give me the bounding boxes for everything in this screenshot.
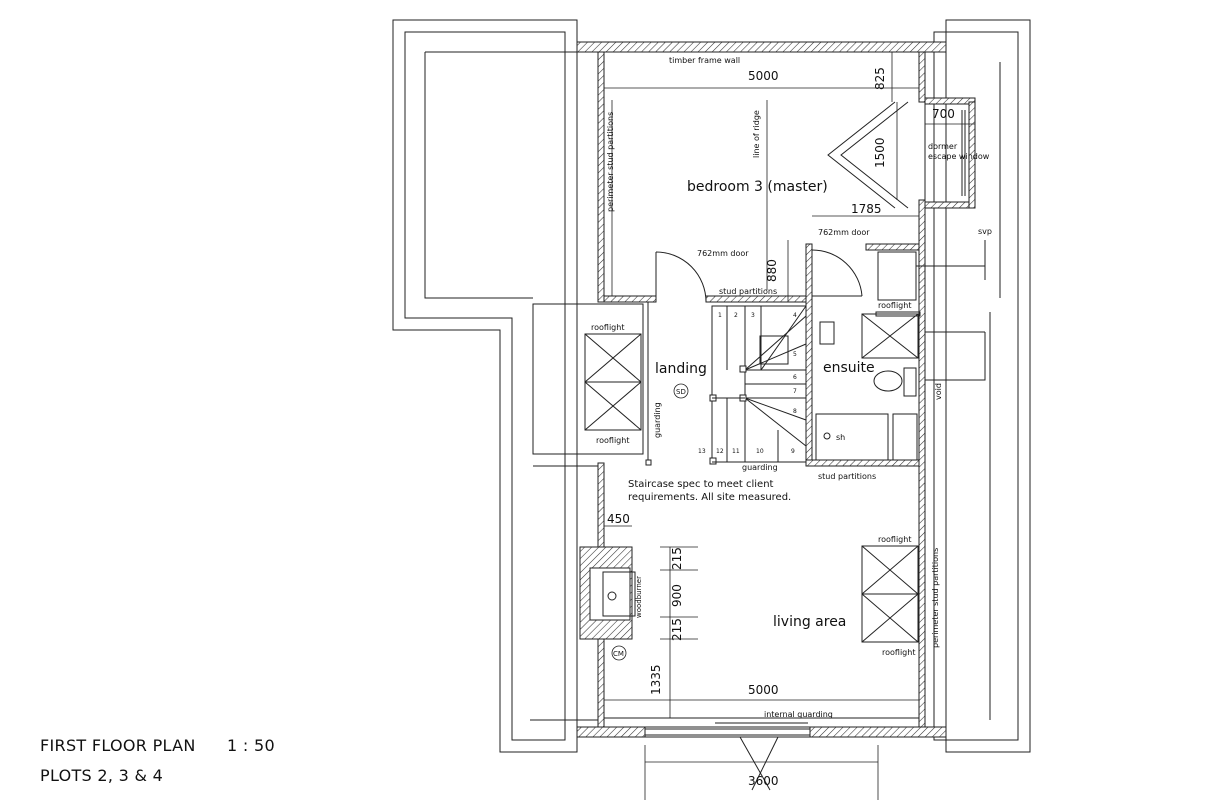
stair-step: 11 — [732, 448, 740, 455]
room-ensuite: ensuite — [823, 360, 875, 376]
stair-step: 1 — [718, 312, 722, 319]
label-rooflight-ensuite: rooflight — [878, 301, 911, 310]
label-dormer: dormer — [928, 142, 958, 151]
stair-step: 7 — [793, 388, 797, 395]
stair-step: 12 — [716, 448, 724, 455]
stair-step: 2 — [734, 312, 738, 319]
label-stud-partitions-bottom: stud partitions — [818, 472, 876, 481]
label-sd: SD — [676, 388, 686, 396]
stair-step: 3 — [751, 312, 755, 319]
dim-900: 900 — [670, 584, 684, 607]
room-living: living area — [773, 614, 846, 630]
stair-step: 6 — [793, 374, 797, 381]
note-staircase-2: requirements. All site measured. — [628, 492, 791, 503]
note-staircase-1: Staircase spec to meet client — [628, 479, 774, 490]
plan-plots: PLOTS 2, 3 & 4 — [40, 766, 164, 785]
room-landing: landing — [655, 361, 707, 377]
label-guarding-vertical: guarding — [653, 402, 662, 438]
stair-step: 5 — [793, 351, 797, 358]
label-door-left: 762mm door — [697, 249, 749, 258]
plan-name: FIRST FLOOR PLAN — [40, 736, 196, 755]
label-rooflight-left-bottom: rooflight — [596, 436, 629, 445]
label-perimeter-right: perimeter stud partitions — [931, 548, 940, 648]
dim-825: 825 — [873, 67, 887, 90]
dim-880: 880 — [765, 259, 779, 282]
wall-top — [576, 41, 947, 53]
dim-700: 700 — [932, 107, 955, 121]
label-woodburner: woodburner — [635, 576, 643, 618]
label-shower: sh — [836, 433, 845, 442]
room-bedroom: bedroom 3 (master) — [687, 179, 828, 195]
dim-450: 450 — [607, 512, 630, 526]
dim-215-top: 215 — [670, 547, 684, 570]
label-void: void — [934, 383, 943, 400]
label-svp: svp — [978, 227, 992, 236]
label-guarding-stair: guarding — [742, 463, 778, 472]
label-perimeter-left: perimeter stud partitions — [606, 112, 615, 212]
label-stud-partitions-top: stud partitions — [719, 287, 777, 296]
label-escape-window: escape window — [928, 152, 990, 161]
label-rooflight-right-top: rooflight — [878, 535, 911, 544]
dim-bottom-width: 5000 — [748, 683, 779, 697]
wall-right-mid — [918, 199, 926, 728]
plan-title: FIRST FLOOR PLAN 1 : 50 — [40, 736, 275, 755]
dim-1335: 1335 — [649, 664, 663, 695]
dim-1785: 1785 — [851, 202, 882, 216]
label-cm: CM — [613, 650, 624, 658]
dim-215-bottom: 215 — [670, 618, 684, 641]
stair-step: 8 — [793, 408, 797, 415]
dim-1500: 1500 — [873, 137, 887, 168]
label-line-of-ridge: line of ridge — [752, 110, 761, 158]
plan-scale: 1 : 50 — [227, 736, 275, 755]
roof-outline-left — [392, 19, 578, 753]
stair-step: 13 — [698, 448, 706, 455]
stair-step: 9 — [791, 448, 795, 455]
stair-step: 10 — [756, 448, 764, 455]
dim-top-width: 5000 — [748, 69, 779, 83]
wall-left-upper — [597, 51, 605, 303]
stair-step: 4 — [793, 312, 797, 319]
label-door-right: 762mm door — [818, 228, 870, 237]
label-rooflight-right-bottom: rooflight — [882, 648, 915, 657]
roof-outline-right — [945, 19, 1031, 753]
dim-3600: 3600 — [748, 774, 779, 788]
label-rooflight-left-top: rooflight — [591, 323, 624, 332]
label-timber-frame-wall: timber frame wall — [669, 56, 740, 65]
wall-right-upper — [918, 51, 926, 103]
label-internal-guarding: internal guarding — [764, 710, 833, 719]
